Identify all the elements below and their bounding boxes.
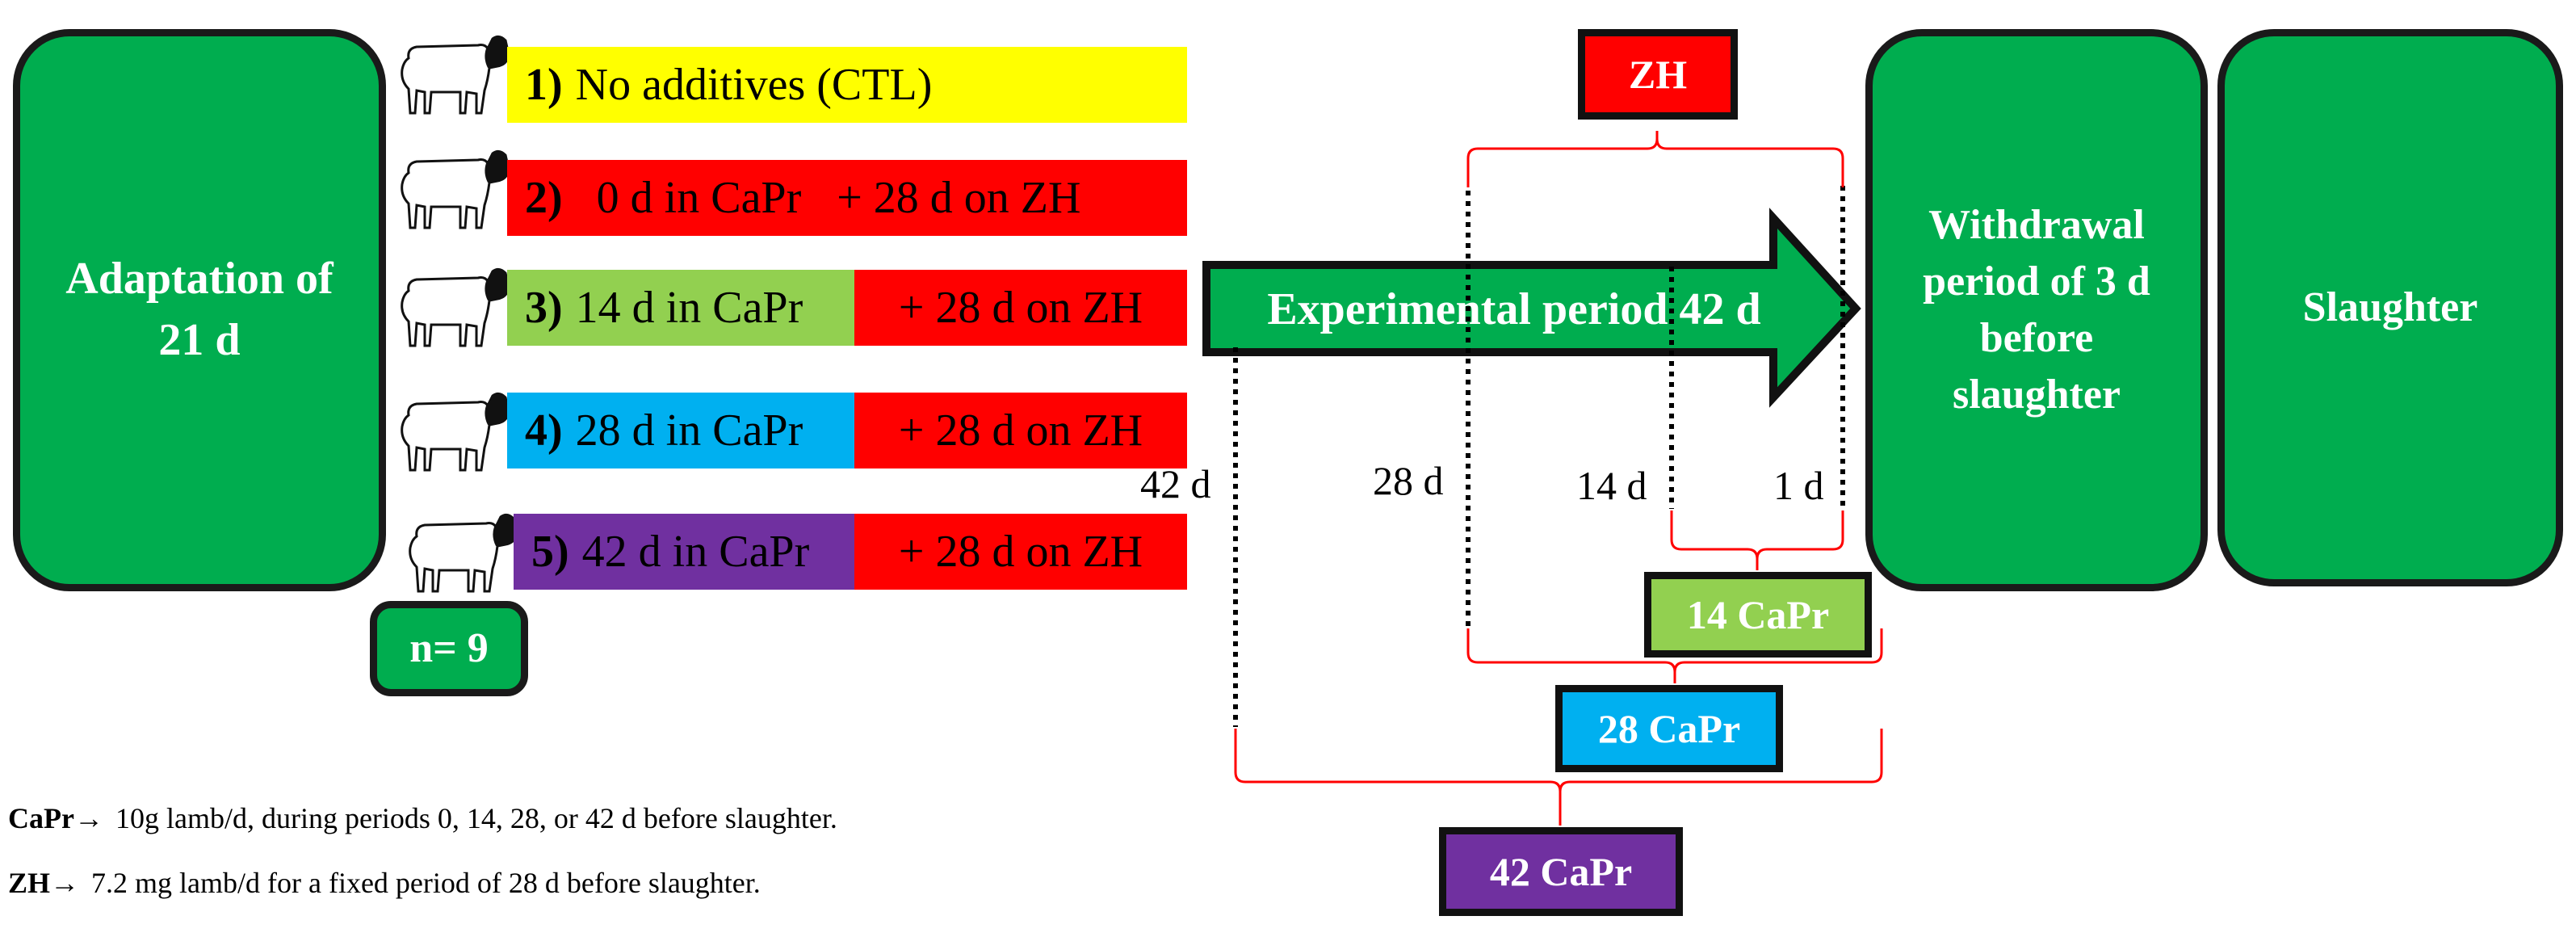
group-3-text: 14 d in CaPr	[575, 283, 803, 333]
capr-28-label: 28 CaPr	[1597, 706, 1741, 751]
group-1-number: 1)	[525, 60, 563, 110]
withdrawal-box: Withdrawal period of 3 d before slaughte…	[1865, 29, 2208, 591]
note-zh-text: 7.2 mg lamb/d for a fixed period of 28 d…	[91, 867, 761, 899]
sheep-icon	[401, 392, 510, 472]
sheep-icon	[401, 267, 510, 347]
bracket-28-capr	[1466, 628, 1883, 683]
capr-42-label: 42 CaPr	[1489, 849, 1633, 894]
capr-14-label: 14 CaPr	[1686, 592, 1830, 637]
group-4-capr-segment: 4) 28 d in CaPr	[507, 393, 854, 468]
capr-42-tag: 42 CaPr	[1439, 827, 1683, 916]
slaughter-box: Slaughter	[2217, 29, 2563, 586]
group-1-text: No additives (CTL)	[575, 60, 933, 110]
group-2-text: 0 d in CaPr	[596, 173, 802, 223]
zh-tag-label: ZH	[1628, 52, 1688, 97]
group-3-capr-segment: 3) 14 d in CaPr	[507, 270, 854, 346]
group-3-zh-segment: + 28 d on ZH	[854, 270, 1187, 346]
experimental-period-arrow	[1202, 208, 1861, 408]
group-3-zh: + 28 d on ZH	[898, 283, 1143, 333]
capr-14-tag: 14 CaPr	[1644, 572, 1872, 658]
day-label-42: 42 d	[1140, 461, 1211, 506]
adaptation-label: Adaptation of 21 d	[65, 254, 334, 365]
n-label: n= 9	[409, 624, 489, 671]
capr-28-tag: 28 CaPr	[1555, 685, 1783, 772]
group-5-text: 42 d in CaPr	[581, 527, 810, 577]
sheep-icon	[409, 513, 518, 593]
group-4-zh: + 28 d on ZH	[898, 405, 1143, 456]
zh-bracket	[1466, 131, 1844, 187]
group-2-zh: + 28 d on ZH	[837, 173, 1081, 223]
slaughter-label: Slaughter	[2302, 284, 2478, 330]
note-capr-key: CaPr→	[8, 802, 103, 834]
group-4-number: 4)	[525, 405, 563, 456]
adaptation-box: Adaptation of 21 d	[13, 29, 386, 591]
note-zh: ZH→ 7.2 mg lamb/d for a fixed period of …	[8, 866, 761, 900]
group-3-number: 3)	[525, 283, 563, 333]
group-2-bar: 2) 0 d in CaPr + 28 d on ZH	[507, 160, 1187, 236]
group-5-zh-segment: + 28 d on ZH	[854, 514, 1187, 590]
group-5-number: 5)	[531, 527, 569, 577]
day-label-14: 14 d	[1576, 463, 1647, 508]
group-5-capr-segment: 5) 42 d in CaPr	[514, 514, 854, 590]
n-badge: n= 9	[370, 601, 528, 696]
bracket-14-capr	[1670, 511, 1844, 570]
group-2-number: 2)	[525, 173, 563, 223]
sheep-icon	[401, 35, 510, 115]
zh-tag: ZH	[1578, 29, 1738, 120]
day-label-28: 28 d	[1373, 458, 1444, 503]
note-capr-text: 10g lamb/d, during periods 0, 14, 28, or…	[115, 802, 837, 834]
note-capr: CaPr→ 10g lamb/d, during periods 0, 14, …	[8, 801, 837, 835]
note-zh-key: ZH→	[8, 867, 80, 899]
day-label-1: 1 d	[1773, 463, 1824, 508]
bracket-42-capr	[1234, 729, 1883, 826]
group-4-zh-segment: + 28 d on ZH	[854, 393, 1187, 468]
group-5-zh: + 28 d on ZH	[898, 527, 1143, 577]
group-4-text: 28 d in CaPr	[575, 405, 803, 456]
sheep-icon	[401, 149, 510, 229]
group-1-bar: 1) No additives (CTL)	[507, 47, 1187, 123]
experimental-period-label: Experimental period 42 d	[1267, 284, 1761, 334]
withdrawal-label: Withdrawal period of 3 d before slaughte…	[1923, 201, 2150, 418]
